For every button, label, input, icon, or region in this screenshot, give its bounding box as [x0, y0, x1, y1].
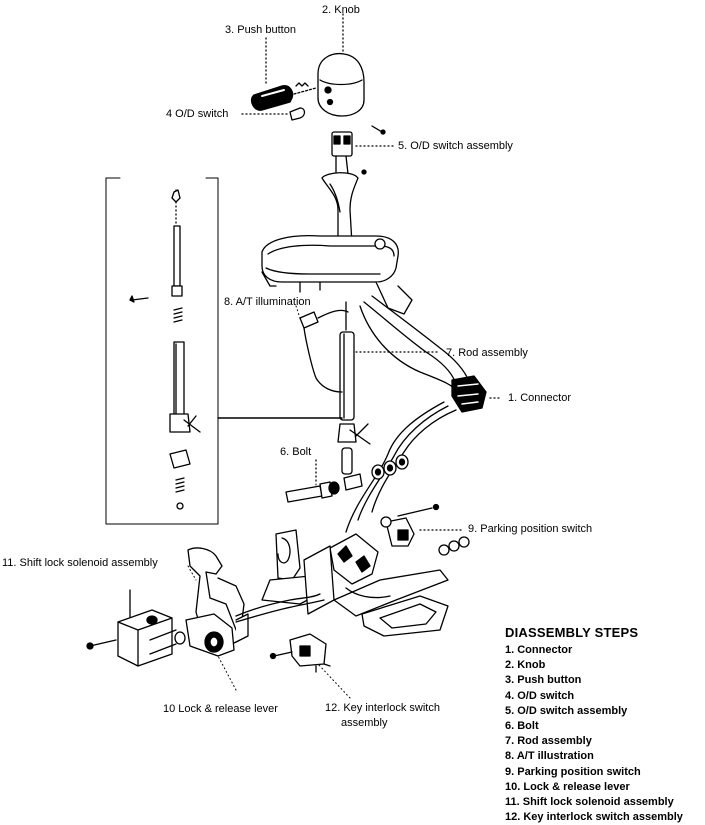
- knob-part: [317, 13, 365, 117]
- disassembly-step: 9. Parking position switch: [505, 765, 641, 778]
- callout-key-interlock-line2: assembly: [341, 717, 388, 729]
- disassembly-step: 1. Connector: [505, 644, 573, 656]
- callout-rod-assembly: 7. Rod assembly: [446, 347, 528, 359]
- base-bracket-part: [261, 529, 449, 637]
- lock-release-lever-part: [185, 547, 249, 657]
- push-button-part: [250, 37, 317, 111]
- disassembly-step: 2. Knob: [505, 659, 546, 672]
- disassembly-step: 4. O/D switch: [505, 689, 575, 702]
- disassembly-step: 6. Bolt: [505, 720, 539, 733]
- screw-part: [371, 125, 386, 135]
- key-interlock-switch-part: [269, 633, 331, 673]
- shift-lever-housing: [261, 172, 413, 315]
- callout-bolt: 6. Bolt: [280, 446, 312, 458]
- connector-part: [345, 295, 503, 533]
- disassembly-step: 5. O/D switch assembly: [505, 704, 628, 717]
- od-switch-part: [241, 107, 306, 121]
- disassembly-step: 11. Shift lock solenoid assembly: [505, 796, 674, 809]
- shift-lock-solenoid-part: [86, 589, 186, 667]
- at-illumination-part: [299, 309, 349, 393]
- disassembly-steps-list: 1. Connector 2. Knob 3. Push button 4. O…: [505, 643, 683, 825]
- lock-cable: [235, 593, 325, 623]
- leader-lines: [187, 305, 351, 699]
- callout-od-switch: 4 O/D switch: [166, 108, 229, 120]
- callout-key-interlock-line1: 12. Key interlock switch: [325, 702, 440, 714]
- rod-assembly-part: [337, 301, 441, 475]
- parking-position-switch-part: [380, 503, 470, 556]
- disassembly-step: 3. Push button: [505, 674, 582, 687]
- callout-push-button: 3. Push button: [225, 24, 296, 36]
- callout-connector: 1. Connector: [508, 392, 571, 404]
- disassembly-steps: DIASSEMBLY STEPS 1. Connector 2. Knob 3.…: [505, 625, 683, 825]
- callout-od-switch-assembly: 5. O/D switch assembly: [398, 140, 513, 152]
- callout-shift-lock-solenoid: 11. Shift lock solenoid assembly: [2, 557, 158, 569]
- disassembly-step: 7. Rod assembly: [505, 735, 592, 748]
- disassembly-steps-title: DIASSEMBLY STEPS: [505, 625, 639, 640]
- callout-knob: 2. Knob: [322, 4, 360, 16]
- callout-at-illumination: 8. A/T illumination: [224, 296, 311, 308]
- disassembly-step: 8. A/T illustration: [505, 750, 594, 763]
- disassembly-step: 12. Key interlock switch assembly: [505, 811, 683, 824]
- callout-lock-release-lever: 10 Lock & release lever: [163, 703, 278, 715]
- callout-parking-position-switch: 9. Parking position switch: [468, 523, 593, 535]
- od-switch-assembly-part: [331, 131, 395, 175]
- disassembly-step: 10. Lock & release lever: [505, 780, 630, 793]
- rod-detail-inset: [105, 177, 343, 525]
